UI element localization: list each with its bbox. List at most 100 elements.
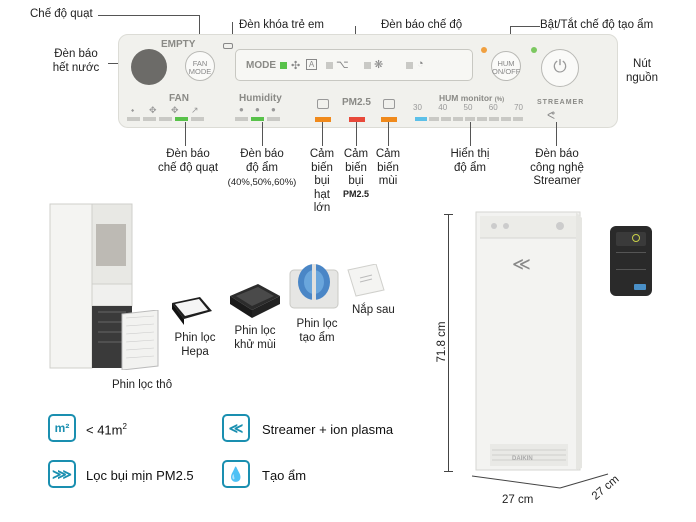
- leader-line: [388, 122, 389, 146]
- streamer-label: STREAMER: [537, 99, 585, 106]
- coarse-filter-illustration: [118, 309, 162, 371]
- daikin-logo-icon: ≪: [512, 254, 531, 274]
- dust-sensor-icon: [317, 99, 329, 109]
- area-icon: m²: [48, 414, 76, 442]
- hum-monitor-led: [489, 117, 499, 121]
- fan-led: [127, 117, 140, 121]
- hum-monitor-led: [501, 117, 511, 121]
- back-cover-label: Nắp sau: [352, 304, 395, 316]
- odor-sensor-icon: [383, 99, 395, 109]
- humidity-led: [267, 117, 280, 121]
- back-cover-illustration: [346, 263, 386, 298]
- key-icon: [223, 43, 233, 49]
- mode-led: [326, 62, 333, 69]
- fan-label: FAN: [169, 93, 189, 104]
- hum-monitor-led-active: [415, 117, 427, 121]
- control-panel: EMPTY FAN MODE MODE ✣ A ⌥ ❋ ◔ HUM ON/OFF…: [118, 34, 618, 128]
- fan-speed-icon: ✥: [149, 105, 157, 115]
- mode-label: MODE: [246, 60, 276, 71]
- pm25-sensor-led: [349, 117, 365, 122]
- hepa-filter-illustration: [170, 295, 214, 329]
- leader-line: [322, 122, 323, 146]
- water-empty-light: [131, 49, 167, 85]
- power-status-dot: [531, 47, 537, 53]
- fan-led: [191, 117, 204, 121]
- fan-led-active: [175, 117, 188, 121]
- hum-monitor-led: [513, 117, 523, 121]
- leader-line: [510, 26, 540, 27]
- mode-led: [406, 62, 413, 69]
- odor-sensor-led: [381, 117, 397, 122]
- humidity-led-active: [251, 117, 264, 121]
- pm25-feature: Lọc bụi mịn PM2.5: [86, 468, 194, 483]
- turbo-icon: ↗: [191, 105, 199, 115]
- power-icon: ⏻: [553, 57, 567, 76]
- leader-line: [232, 22, 233, 44]
- empty-label: EMPTY: [161, 39, 196, 50]
- hum-monitor-led: [453, 117, 463, 121]
- height-tick: [444, 471, 453, 472]
- mode-window: MODE ✣ A ⌥ ❋ ◔: [235, 49, 473, 81]
- hum-monitor-led: [477, 117, 487, 121]
- base-dimension-lines: [471, 473, 609, 489]
- fan-speed-icon: ⬩: [131, 105, 135, 115]
- callout-fan-mode: Chế độ quạt: [30, 8, 93, 20]
- pm25-label: PM2.5: [342, 97, 371, 108]
- leader-line: [556, 122, 557, 146]
- streamer-feature: Streamer + ion plasma: [262, 422, 394, 437]
- hum-monitor-led: [441, 117, 451, 121]
- deodor-filter-illustration: [228, 282, 282, 322]
- callout-hum-toggle: Bật/Tắt chế độ tạo ẩm: [540, 19, 654, 31]
- water-drop-icon: 💧: [222, 460, 250, 488]
- wind-icon: ⌥: [336, 59, 349, 71]
- hum-monitor-led: [465, 117, 475, 121]
- fan-mode-button[interactable]: FAN MODE: [185, 51, 215, 81]
- hum-monitor-label: HUM monitor (%): [439, 93, 505, 103]
- drop-icon: ●: [239, 105, 244, 114]
- pollen-icon: ❋: [374, 59, 384, 71]
- leader-line: [262, 122, 263, 146]
- remote-display: [616, 232, 646, 246]
- hum-onoff-button[interactable]: HUM ON/OFF: [491, 51, 521, 81]
- eco-icon: ◔: [417, 58, 424, 70]
- auto-icon: A: [306, 59, 317, 70]
- humidify-feature: Tạo ẩm: [262, 468, 307, 483]
- callout-mode-indicator: Đèn báo chế độ: [381, 19, 463, 31]
- pm25-filter-icon: ⋙: [48, 460, 76, 488]
- remote-logo: [634, 284, 646, 290]
- height-tick: [444, 214, 453, 215]
- leader-line: [98, 15, 200, 16]
- power-button[interactable]: ⏻: [541, 49, 579, 87]
- purifier-tower: ≪ DAIKIN: [472, 210, 584, 472]
- dust-sensor-led: [315, 117, 331, 122]
- mode-led-active: [280, 62, 287, 69]
- streamer-icon: ᕙ: [547, 110, 555, 122]
- streamer-feature-icon: ≪: [222, 414, 250, 442]
- height-line: [448, 214, 449, 472]
- coarse-filter-label: Phin lọc thô: [112, 379, 173, 391]
- remote-control: [610, 226, 652, 296]
- tower-brand: DAIKIN: [512, 456, 533, 462]
- humidity-label: Humidity: [239, 93, 282, 104]
- leader-line: [356, 122, 357, 146]
- purifier-open-illustration: [48, 200, 138, 372]
- area-feature: < 41m2: [86, 422, 127, 438]
- fan-speed-icon: ✥: [171, 105, 179, 115]
- leader-line: [470, 122, 471, 146]
- hum-status-dot: [481, 47, 487, 53]
- leader-line: [185, 122, 186, 146]
- fan-led: [143, 117, 156, 121]
